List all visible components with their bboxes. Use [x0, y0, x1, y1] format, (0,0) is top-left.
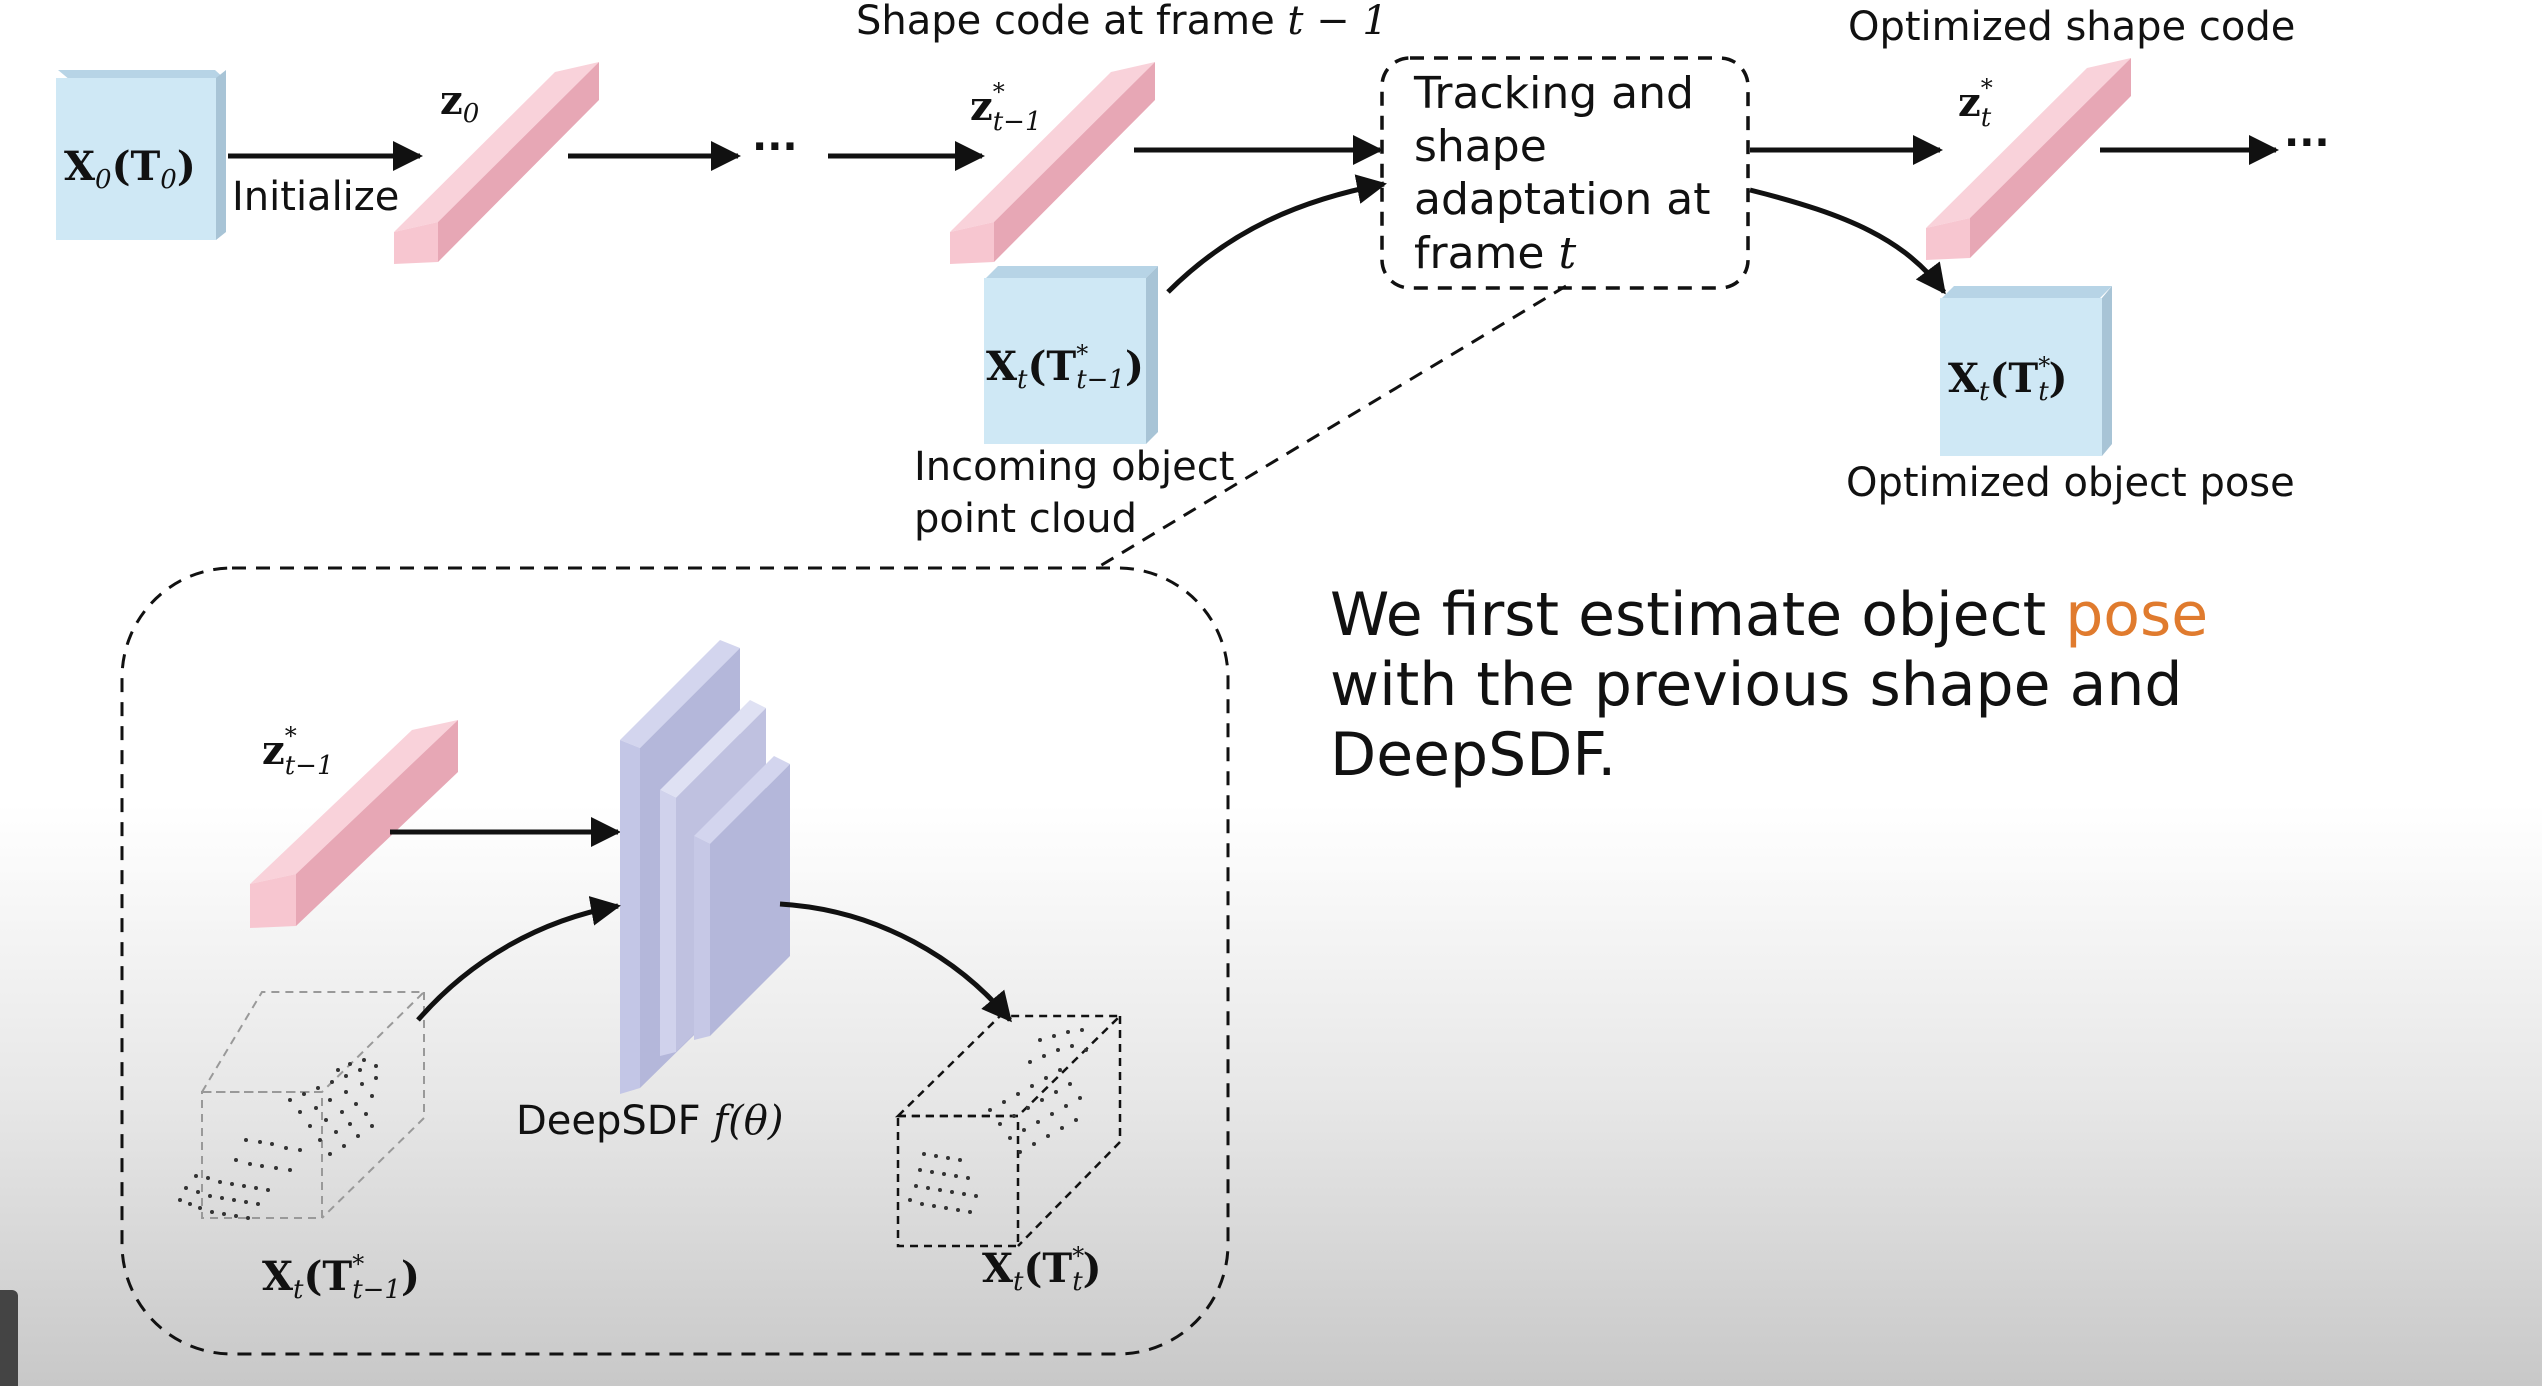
- xt-optimized-cube: [1940, 286, 2112, 456]
- ellipsis-2: ···: [2284, 120, 2330, 166]
- zt1-bar: [950, 62, 1155, 264]
- tracking-line-3: adaptation at: [1414, 174, 1710, 225]
- optimized-shape-code-label: Optimized shape code: [1848, 4, 2295, 50]
- zoom-box: [120, 566, 1230, 1356]
- xt-incoming-label: Xt(T*t−1): [986, 340, 1144, 395]
- optimized-object-pose-label: Optimized object pose: [1846, 460, 2295, 506]
- z0-bar: [394, 62, 599, 264]
- z0-label: z0: [440, 77, 479, 129]
- zoom-zt1-label: z*t−1: [262, 722, 334, 781]
- zoom-output-label: Xt(T*t): [982, 1242, 1102, 1297]
- caption-highlight: pose: [2065, 580, 2209, 650]
- zt-label: z*t: [1958, 74, 1993, 133]
- initialize-label: Initialize: [232, 174, 399, 220]
- arrow-pointcloud-deepsdf: [416, 896, 621, 1022]
- zoom-input-label: Xt(T*t−1): [262, 1250, 420, 1305]
- incoming-line-2: point cloud: [914, 496, 1137, 542]
- tracking-line-2: shape: [1414, 121, 1547, 172]
- slide-caption: We first estimate object pose with the p…: [1330, 580, 2330, 790]
- arrow-incoming-tracking: [1166, 174, 1387, 294]
- pointcloud-dots-right: [908, 1028, 1088, 1214]
- zt1-label: z*t−1: [970, 78, 1042, 137]
- deepsdf-network: [620, 640, 790, 1094]
- incoming-line-1: Incoming object: [914, 444, 1234, 490]
- ellipsis-1: ···: [752, 124, 798, 170]
- xt-incoming-cube: [984, 266, 1158, 444]
- xt-optimized-label: Xt(T*t): [1948, 352, 2068, 407]
- side-tab[interactable]: [0, 1290, 18, 1386]
- caption-line-3: DeepSDF.: [1330, 720, 1617, 790]
- tracking-line-1: Tracking and: [1413, 68, 1694, 119]
- caption-line-1: We first estimate object pose: [1330, 580, 2209, 650]
- x0-label: X0(T0): [64, 143, 196, 195]
- input-pointcloud: [178, 991, 427, 1220]
- pointcloud-dots-left: [178, 1058, 378, 1220]
- x0-cube: [56, 70, 226, 240]
- arrow-tracking-xt: [1749, 187, 1946, 295]
- output-pointcloud: [894, 1014, 1124, 1248]
- deepsdf-label: DeepSDF f(θ): [516, 1098, 783, 1144]
- zoom-connector: [1099, 284, 1567, 568]
- caption-line-2: with the previous shape and: [1330, 650, 2183, 720]
- zt-bar: [1926, 58, 2131, 260]
- zoom-zt1-bar: [250, 720, 458, 928]
- shape-code-title: Shape code at frame t − 1: [856, 0, 1388, 44]
- arrow-deepsdf-output: [779, 901, 1012, 1023]
- tracking-line-4: frame t: [1414, 228, 1576, 279]
